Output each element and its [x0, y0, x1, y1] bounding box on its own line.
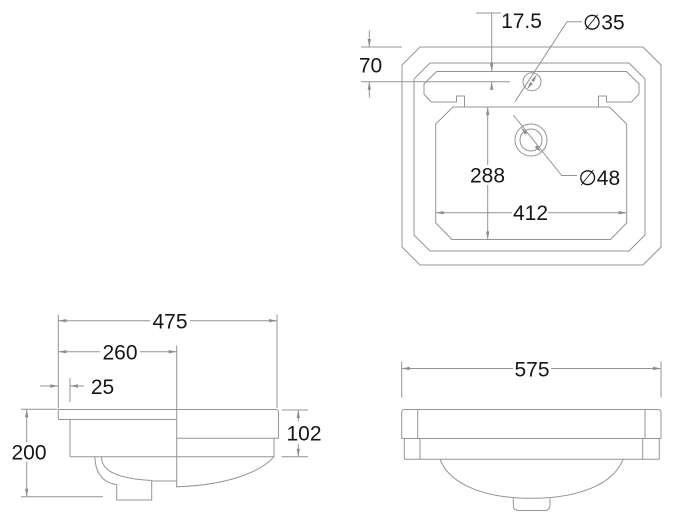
dim-label-bowl-width: 412 [513, 202, 548, 225]
plan-left-ledge [423, 71, 465, 107]
arrowhead [367, 39, 371, 47]
dim-label-back-offset: 25 [91, 376, 114, 399]
dim-label-rim-to-tap: 70 [359, 55, 382, 78]
side-bowl-inner-curve [101, 456, 152, 481]
front-drain-fitting [512, 498, 551, 511]
dim-label-overall-width: 575 [514, 359, 549, 382]
arrowhead [50, 384, 59, 388]
arrowhead [296, 410, 300, 418]
dim-label-tap-offset: 17.5 [501, 10, 542, 33]
arrowhead [296, 448, 300, 457]
dim-475-extension [57, 314, 278, 409]
dim-label-tap-hole-dia: ∅35 [583, 12, 625, 35]
arrowhead [70, 384, 78, 388]
dim-102-extension [281, 409, 308, 458]
front-rim-band [401, 409, 662, 439]
dim-label-overall-height: 200 [11, 442, 46, 465]
dim-70-extension [361, 46, 510, 83]
arrowhead [490, 81, 494, 90]
arrowhead [521, 127, 528, 135]
plan-inner-rim [413, 62, 646, 252]
arrowhead [58, 350, 67, 354]
arrowhead [618, 211, 627, 215]
tap-hole [522, 72, 542, 92]
arrowhead [486, 107, 490, 115]
arrowhead [653, 366, 661, 371]
arrowhead [25, 409, 29, 418]
arrowhead [58, 319, 67, 323]
arrowhead [401, 366, 410, 371]
waste-hole-inner [519, 128, 543, 152]
side-bowl-front-curve [176, 456, 275, 488]
arrowhead [490, 63, 494, 72]
arrowhead [367, 81, 371, 90]
leader-waste-hole [512, 114, 577, 176]
dim-label-overall-depth: 475 [152, 311, 187, 334]
arrowhead [486, 231, 490, 240]
side-bowl-outer-curve [94, 456, 177, 501]
arrowhead [531, 74, 537, 83]
arrowhead [435, 211, 444, 215]
dim-label-depth-to-section: 260 [102, 342, 137, 365]
front-rim-corner-joints [417, 409, 646, 439]
dim-575-extension [401, 361, 662, 398]
arrowhead [269, 319, 277, 323]
dim-label-front-height: 102 [286, 423, 321, 446]
arrowhead [25, 488, 29, 497]
arrowhead [168, 350, 177, 354]
side-rim-profile [57, 409, 279, 458]
arrowhead [527, 81, 533, 90]
plan-outer-rim [401, 46, 662, 266]
side-view: 475 260 25 200 102 [11, 311, 322, 501]
waste-hole-outer [514, 123, 548, 157]
dim-label-bowl-depth: 288 [470, 165, 505, 188]
plan-bowl-outline [435, 106, 628, 240]
front-view: 575 [401, 359, 662, 511]
plan-view: 70 17.5 288 412 ∅35 ∅48 [359, 10, 662, 266]
front-apron-band [403, 438, 660, 460]
front-bowl-curve [439, 459, 624, 499]
dim-17-5-line [476, 12, 501, 90]
plan-right-ledge [598, 71, 640, 107]
dim-label-waste-dia: ∅48 [579, 167, 621, 190]
arrowhead [534, 145, 541, 153]
leader-tap-hole [514, 21, 582, 102]
